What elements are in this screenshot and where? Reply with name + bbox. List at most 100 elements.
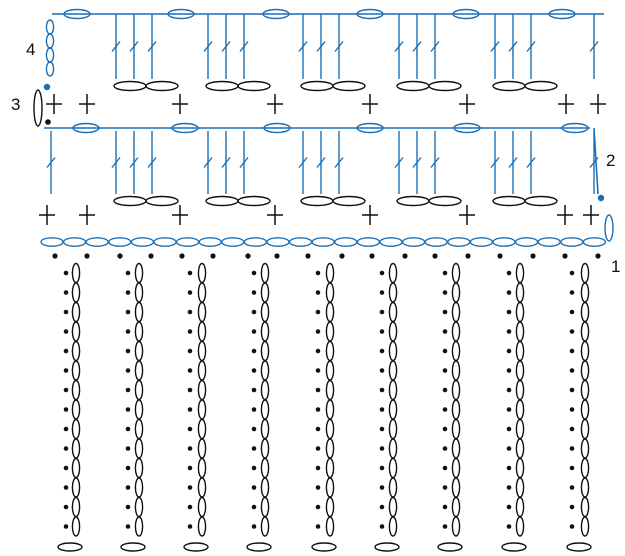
fringe-chain-stitch bbox=[134, 360, 144, 381]
fringe-chain-stitch bbox=[71, 340, 81, 362]
chain-stitch bbox=[332, 80, 366, 92]
fringe-chain-stitch bbox=[325, 438, 335, 459]
treble-stitch-bar bbox=[526, 157, 536, 168]
fringe-slip-dot bbox=[506, 290, 512, 295]
turning-chain-stitch bbox=[45, 61, 55, 77]
fringe-slip-dot bbox=[569, 387, 575, 393]
fringe-end-loop bbox=[120, 542, 146, 552]
fringe-chain-stitch bbox=[325, 477, 335, 498]
fringe-chain-stitch bbox=[451, 340, 461, 362]
treble-stitch bbox=[394, 131, 404, 194]
fringe-chain-stitch bbox=[515, 262, 525, 284]
fringe-slip-dot bbox=[187, 426, 193, 432]
fringe-chain-stitch bbox=[71, 379, 81, 401]
fringe-chain-stitch bbox=[134, 262, 144, 284]
treble-stitch bbox=[490, 131, 500, 194]
fringe-slip-dot bbox=[506, 348, 512, 354]
fringe-slip-dot bbox=[125, 426, 131, 432]
fringe-end-loop bbox=[374, 542, 400, 552]
fringe-slip-dot bbox=[187, 329, 193, 334]
treble-stitch bbox=[412, 131, 422, 194]
fringe-chain-stitch bbox=[325, 516, 335, 537]
fringe-chain-stitch bbox=[388, 418, 398, 440]
fringe-slip-dot bbox=[442, 485, 448, 490]
fringe-chain-stitch bbox=[197, 438, 207, 459]
row-2-chain-and-treble bbox=[44, 122, 605, 207]
sc-stitch bbox=[362, 94, 378, 114]
fringe-chain-stitch bbox=[325, 301, 335, 323]
fringe-slip-dot bbox=[125, 387, 131, 393]
treble-stitch-bar bbox=[394, 41, 404, 52]
fringe-top-dot bbox=[432, 253, 438, 259]
fringe-slip-dot bbox=[506, 270, 512, 276]
fringe-slip-dot bbox=[379, 524, 385, 529]
fringe-slip-dot bbox=[315, 329, 321, 334]
treble-stitch-bar bbox=[412, 41, 422, 52]
sc-stitch bbox=[267, 94, 283, 114]
fringe-slip-dot bbox=[187, 524, 193, 529]
fringe-slip-dot bbox=[187, 270, 193, 276]
fringe-chain-stitch bbox=[388, 301, 398, 323]
fringe-chain-stitch bbox=[325, 418, 335, 440]
fringe-end-loop bbox=[437, 542, 463, 552]
fringe-chain-stitch bbox=[71, 399, 81, 420]
foundation-chain-stitch bbox=[108, 237, 132, 247]
foundation-chain-stitch bbox=[582, 237, 607, 247]
treble-stitch-bar bbox=[203, 41, 213, 52]
fringe-chain-stitch bbox=[71, 321, 81, 342]
chain-stitch bbox=[524, 80, 558, 92]
fringe-slip-dot bbox=[569, 329, 575, 334]
fringe-chain-stitch bbox=[451, 262, 461, 284]
fringe-chain-stitch bbox=[515, 340, 525, 362]
foundation-chain-stitch bbox=[40, 237, 64, 247]
chain-stitch bbox=[453, 122, 481, 134]
foundation-chain-stitch bbox=[243, 237, 268, 247]
fringe-slip-dot bbox=[569, 426, 575, 432]
fringe-top-dot bbox=[245, 253, 251, 259]
treble-stitch-bar bbox=[316, 157, 326, 168]
fringe-slip-dot bbox=[569, 368, 575, 373]
fringe-chain-stitch bbox=[134, 418, 144, 440]
fringe-chain-stitch bbox=[580, 379, 590, 401]
fringe-chain-stitch bbox=[451, 418, 461, 440]
fringe-chain-stitch bbox=[134, 282, 144, 303]
treble-stitch-bar bbox=[298, 41, 308, 52]
fringe-chain-stitch bbox=[388, 477, 398, 498]
treble-stitch-bar bbox=[394, 157, 404, 168]
fringe-chain-stitch bbox=[134, 457, 144, 479]
fringe-end-loop bbox=[246, 542, 272, 552]
foundation-chain-stitch bbox=[153, 237, 177, 247]
fringe-top-dot bbox=[179, 253, 185, 259]
fringe-slip-dot bbox=[442, 426, 448, 432]
chain-stitch bbox=[396, 195, 430, 207]
fringe-slip-dot bbox=[442, 309, 448, 315]
fringe-slip-dot bbox=[125, 446, 131, 451]
sc-stitch bbox=[79, 205, 95, 225]
fringe-slip-dot bbox=[125, 290, 131, 295]
fringe-slip-dot bbox=[63, 446, 69, 451]
fringe-slip-dot bbox=[506, 387, 512, 393]
fringe-slip-dot bbox=[187, 504, 193, 510]
fringe-strand bbox=[246, 253, 280, 552]
fringe-slip-dot bbox=[63, 504, 69, 510]
fringe-slip-dot bbox=[379, 446, 385, 451]
fringe-chain-stitch bbox=[580, 496, 590, 518]
chain-stitch bbox=[548, 8, 576, 20]
fringe-slip-dot bbox=[63, 270, 69, 276]
fringe-strand bbox=[183, 253, 216, 552]
fringe-chain-stitch bbox=[260, 321, 270, 342]
fringe-slip-dot bbox=[63, 465, 69, 471]
fringe-slip-dot bbox=[442, 329, 448, 334]
fringe-slip-dot bbox=[251, 407, 257, 412]
fringe-slip-dot bbox=[125, 329, 131, 334]
foundation-chain-stitch bbox=[334, 237, 358, 247]
fringe-slip-dot bbox=[63, 329, 69, 334]
fringe-strand bbox=[120, 253, 154, 552]
treble-stitch bbox=[490, 14, 500, 79]
treble-stitch-bar bbox=[111, 157, 121, 168]
fringe-chain-stitch bbox=[580, 282, 590, 303]
foundation-chain-stitch bbox=[379, 237, 403, 247]
fringe-slip-dot bbox=[379, 270, 385, 276]
fringe-slip-dot bbox=[125, 348, 131, 354]
fringe-top-dot bbox=[402, 253, 408, 259]
